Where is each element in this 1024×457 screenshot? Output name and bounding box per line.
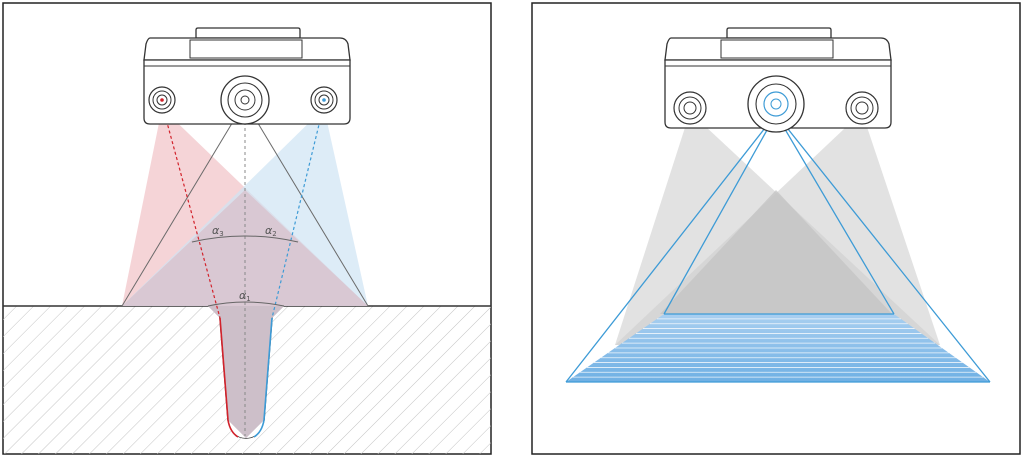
angle-arc-alpha2: [244, 235, 299, 243]
ground-surface: [3, 306, 491, 454]
depth-camera-icon: [664, 27, 892, 133]
angle-label-alpha3: α3: [212, 224, 224, 238]
depth-camera-icon: [143, 27, 351, 125]
stripe-lines: [573, 318, 984, 378]
camera-view-line-right: [249, 109, 369, 307]
blue-dashed-ray: [271, 103, 325, 319]
red-dashed-ray: [161, 103, 221, 319]
angle-arc-alpha1: [207, 301, 285, 307]
red-groove-edge: [219, 317, 239, 438]
camera-view-line-left: [121, 109, 241, 307]
angle-label-alpha1: α1: [239, 289, 251, 303]
angle-arc-alpha3: [191, 235, 246, 243]
gray-overlap: [660, 190, 892, 314]
angle-label-alpha2: α2: [265, 224, 277, 238]
blue-projection-lines: [565, 113, 991, 383]
blue-groove-edge: [253, 317, 273, 438]
left-panel: α3 α2 α1: [2, 2, 492, 455]
right-panel: [531, 2, 1021, 455]
